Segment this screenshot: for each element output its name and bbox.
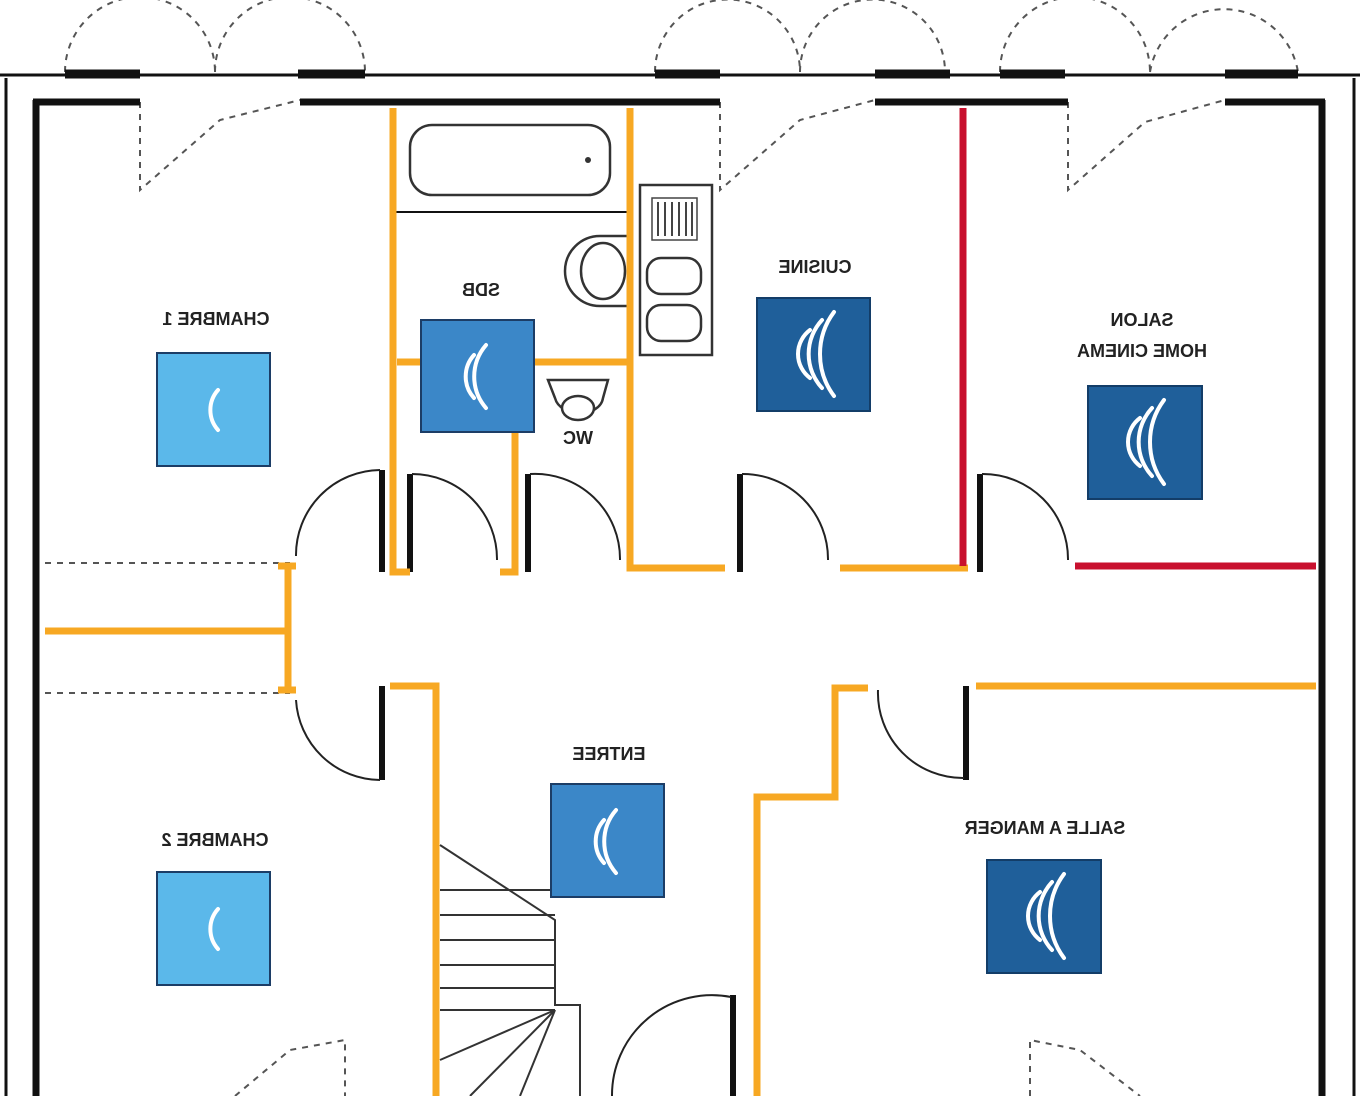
emitter-chambre-2 xyxy=(156,871,271,986)
label-salon: SALON xyxy=(1111,310,1174,330)
window-swings-bottom xyxy=(234,1038,1141,1096)
kitchen-counter xyxy=(638,183,714,357)
emitter-cuisine xyxy=(756,297,871,412)
emitter-salle-a-manger xyxy=(986,859,1102,974)
staircase xyxy=(439,844,581,1096)
cable-red xyxy=(959,108,1316,570)
label-sdb: SDB xyxy=(462,280,500,300)
dashed-boundaries xyxy=(45,562,290,694)
interior-walls xyxy=(379,470,983,1096)
label-salle-a-manger: SALLE A MANGER xyxy=(965,818,1126,838)
label-chambre-2: CHAMBRE 2 xyxy=(161,830,268,850)
label-cuisine: CUISINE xyxy=(778,257,851,277)
label-wc: WC xyxy=(563,428,593,448)
bathtub xyxy=(395,123,628,213)
label-chambre-1: CHAMBRE 1 xyxy=(162,309,269,329)
doors xyxy=(294,469,1070,1096)
washbasin xyxy=(563,234,630,308)
toilet xyxy=(546,378,610,422)
emitter-salon xyxy=(1087,385,1203,500)
emitter-chambre-1 xyxy=(156,352,271,467)
label-home-cinema: HOME CINEMA xyxy=(1077,341,1207,361)
label-entree: ENTREE xyxy=(572,744,645,764)
room-labels: CHAMBRE 1 SDB WC CUISINE SALON HOME CINE… xyxy=(161,257,1207,850)
window-swings-top xyxy=(64,0,1299,193)
emitter-entree xyxy=(550,783,665,898)
emitter-sdb xyxy=(420,319,535,433)
cable-orange xyxy=(45,108,1316,1096)
exterior-walls xyxy=(0,69,1360,1096)
